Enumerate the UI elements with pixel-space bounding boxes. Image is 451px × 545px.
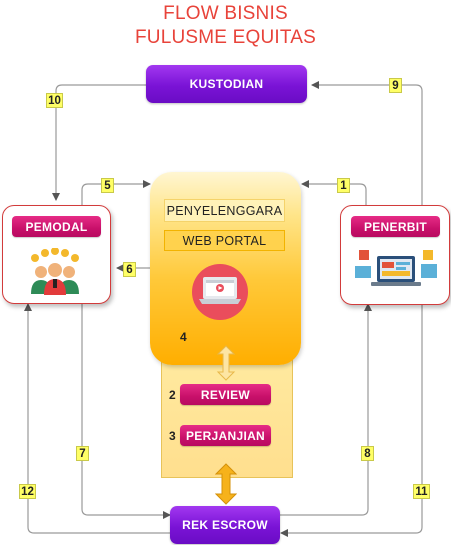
step-number-2: 2 — [169, 388, 176, 402]
step-number-4: 4 — [180, 330, 187, 344]
connector-1 — [301, 180, 367, 205]
step-number-11: 11 — [413, 484, 430, 499]
title-line-2: FULUSME EQUITAS — [134, 27, 317, 48]
step-number-3: 3 — [169, 429, 176, 443]
rek-escrow-node: REK ESCROW — [170, 506, 280, 544]
connector-9 — [311, 81, 423, 205]
step-number-5: 5 — [101, 178, 114, 193]
connector-7 — [81, 302, 171, 519]
kustodian-node: KUSTODIAN — [146, 65, 307, 103]
step-number-8: 8 — [361, 446, 374, 461]
step-number-1: 1 — [337, 178, 350, 193]
investors-group-icon — [25, 247, 85, 301]
connector-8 — [279, 303, 372, 516]
penerbit-box: PENERBIT — [340, 205, 450, 305]
step-number-9: 9 — [389, 78, 402, 93]
penerbit-label: PENERBIT — [351, 216, 440, 237]
penyelenggara-node: PENYELENGGARA WEB PORTAL — [150, 172, 301, 365]
step-number-6: 6 — [123, 262, 136, 277]
penyelenggara-label: PENYELENGGARA — [164, 199, 285, 222]
pemodal-box: PEMODAL — [2, 205, 111, 304]
web-portal-label: WEB PORTAL — [164, 230, 285, 251]
connector-5 — [81, 180, 151, 205]
connector-11 — [280, 304, 423, 537]
step-number-7: 7 — [76, 446, 89, 461]
perjanjian-node: PERJANJIAN — [180, 425, 271, 446]
presentation-dashboard-icon — [353, 248, 439, 297]
step-number-10: 10 — [46, 93, 63, 108]
connector-10 — [52, 84, 146, 201]
pemodal-label: PEMODAL — [12, 216, 101, 237]
laptop-web-portal-icon — [192, 264, 248, 325]
step-number-12: 12 — [19, 484, 36, 499]
review-node: REVIEW — [180, 384, 271, 405]
title-line-1: FLOW BISNIS — [163, 3, 288, 24]
portal-review-arrow — [216, 345, 236, 381]
panel-escrow-arrow — [215, 463, 237, 505]
connector-12 — [24, 303, 170, 534]
